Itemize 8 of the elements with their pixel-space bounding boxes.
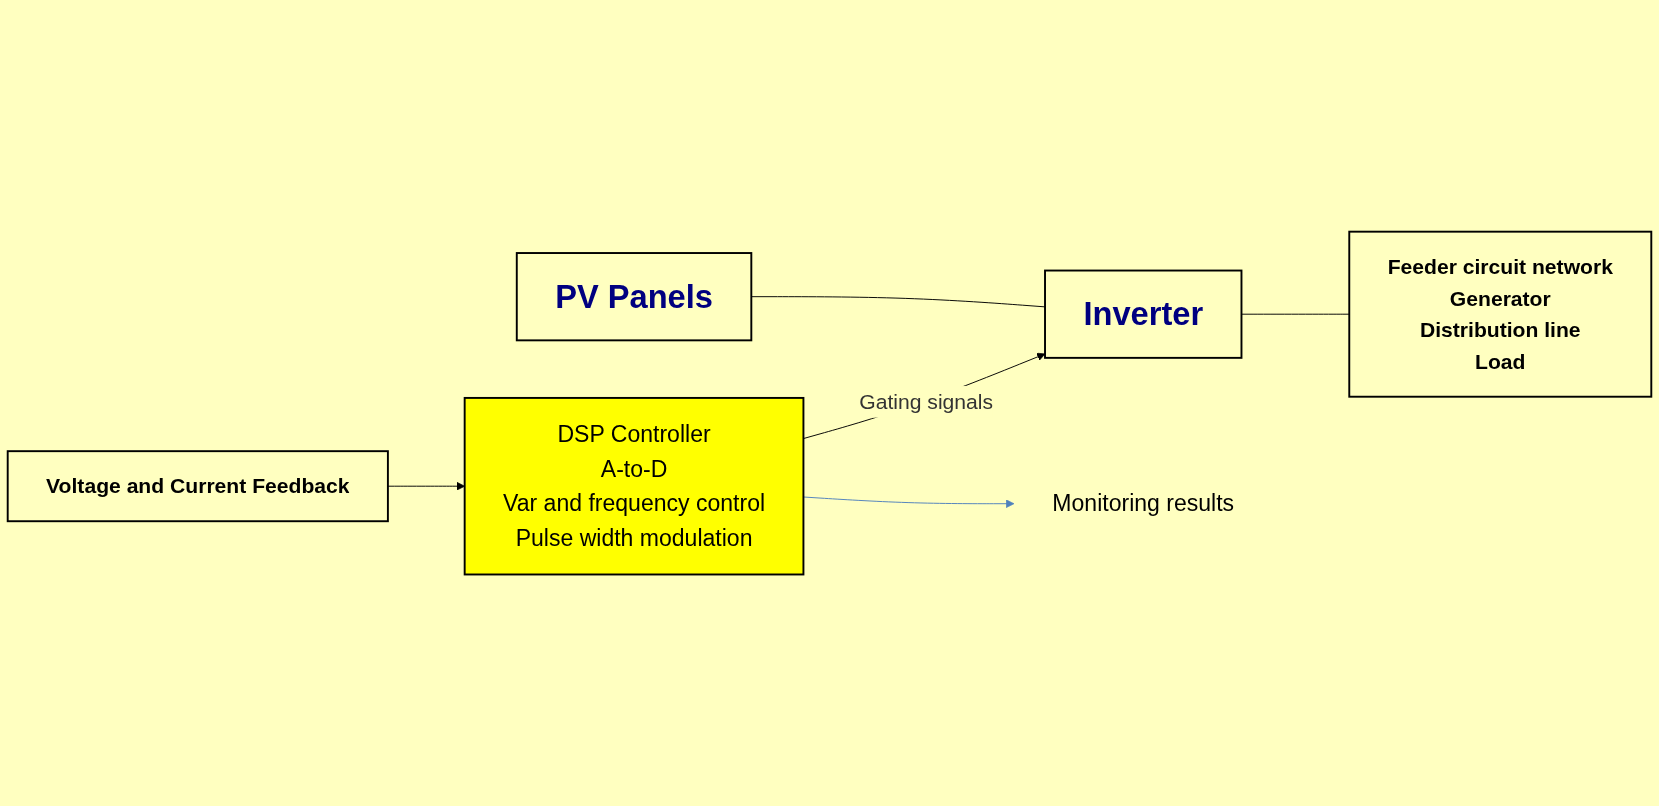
connector [1241,313,1350,315]
edge-label: Gating signals [859,389,994,414]
node-text: Monitoring results [1052,490,1235,517]
node-box: Feeder circuit network Generator Distribution line Load [1348,230,1653,398]
node-box: DSP Controller A-to-D Var and frequency control Pulse width modulation [463,396,805,576]
node-box: Voltage and Current Feedback [6,450,389,523]
node-box: Inverter [1044,269,1243,359]
node-box: PV Panels [515,252,753,342]
